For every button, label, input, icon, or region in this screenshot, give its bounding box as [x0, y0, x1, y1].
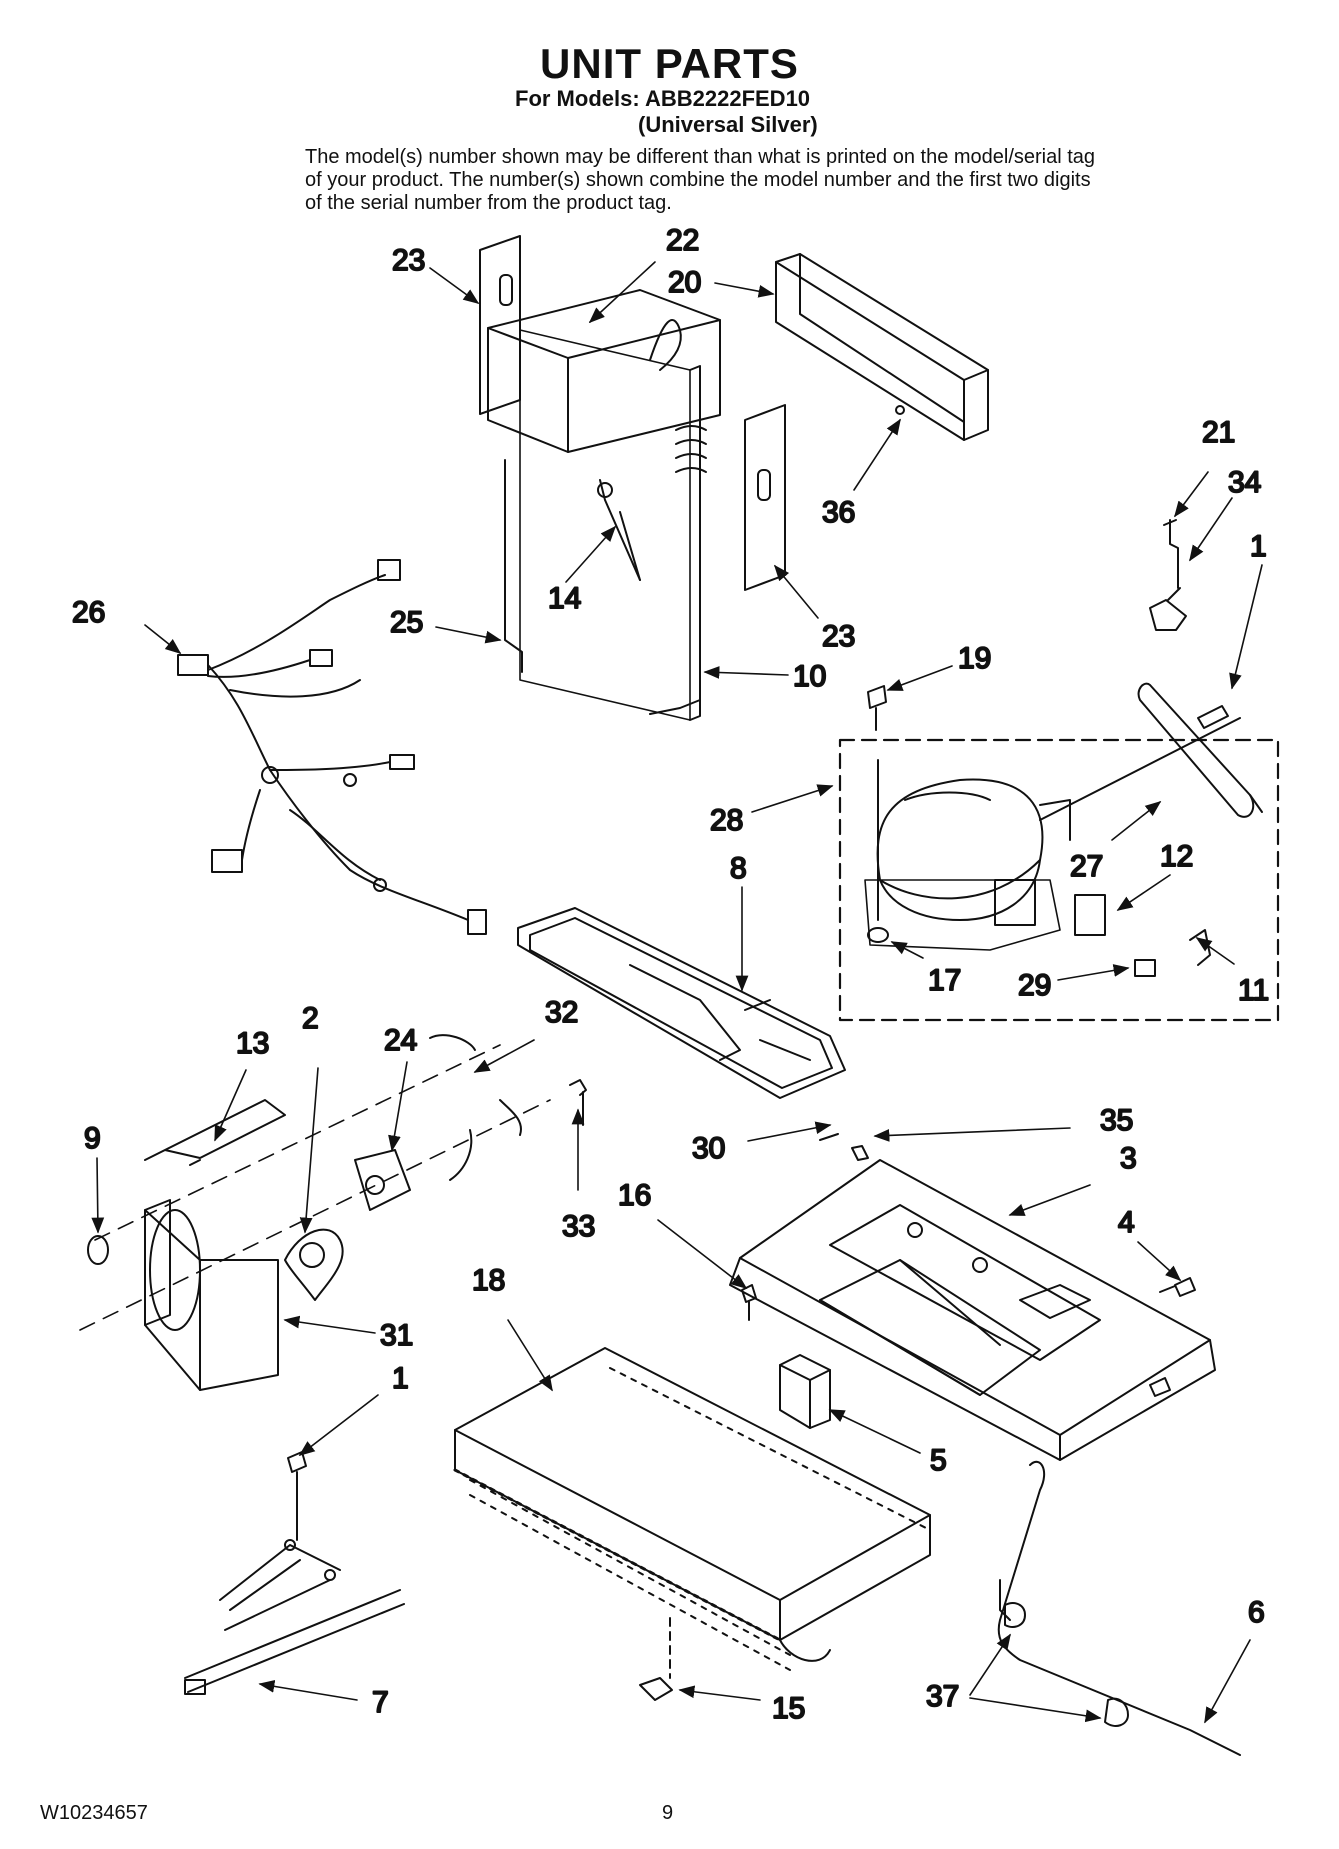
- callout-36: 36: [822, 496, 855, 529]
- callout-21: 21: [1202, 416, 1235, 449]
- callout-24: 24: [384, 1024, 417, 1057]
- callout-14: 14: [548, 582, 581, 615]
- callout-2: 2: [302, 1002, 319, 1035]
- evaporator-assembly: [479, 235, 786, 721]
- document-number: W10234657: [40, 1802, 148, 1824]
- callout-10: 10: [793, 660, 826, 693]
- callout-32: 32: [545, 996, 578, 1029]
- callout-1-bottom: 1: [392, 1362, 409, 1395]
- callout-33: 33: [562, 1210, 595, 1243]
- compressor-assembly: [838, 682, 1280, 1022]
- callout-labels: 23 22 20 21 34 1 36 26 25 14 23 10 19 28…: [71, 223, 1270, 1726]
- callout-26: 26: [72, 596, 105, 629]
- page-number: 9: [662, 1802, 674, 1824]
- callout-4: 4: [1118, 1206, 1135, 1239]
- callout-9: 9: [84, 1122, 101, 1155]
- callout-15: 15: [772, 1692, 805, 1725]
- tubing-assembly: [997, 1460, 1241, 1756]
- callout-23-right: 23: [822, 620, 855, 653]
- page-title: UNIT PARTS: [540, 40, 799, 87]
- bracket-with-screw: [1149, 519, 1187, 631]
- callout-7: 7: [372, 1686, 389, 1719]
- callout-18: 18: [472, 1264, 505, 1297]
- callout-leaders: [91, 261, 1263, 1724]
- callout-19: 19: [958, 642, 991, 675]
- callout-28: 28: [710, 804, 743, 837]
- callout-34: 34: [1228, 466, 1261, 499]
- callout-30: 30: [692, 1132, 725, 1165]
- callout-16: 16: [618, 1179, 651, 1212]
- callout-1-top: 1: [1250, 530, 1267, 563]
- callout-12: 12: [1160, 840, 1193, 873]
- drain-pan: [517, 907, 846, 1099]
- base-pan: [729, 1133, 1216, 1461]
- callout-11: 11: [1238, 974, 1269, 1007]
- callout-23-top: 23: [392, 244, 425, 277]
- model-variant: (Universal Silver): [638, 112, 818, 137]
- callout-27: 27: [1070, 850, 1103, 883]
- screw-19: [867, 685, 887, 731]
- callout-35: 35: [1100, 1104, 1133, 1137]
- drain-trough-cover: [775, 253, 989, 441]
- callout-20: 20: [668, 266, 701, 299]
- callout-5: 5: [930, 1444, 947, 1477]
- model-line: For Models: ABB2222FED10: [515, 86, 811, 111]
- model-note: The model(s) number shown may be differe…: [305, 146, 1096, 214]
- callout-29: 29: [1018, 969, 1051, 1002]
- callout-13: 13: [236, 1027, 269, 1060]
- callout-8: 8: [730, 852, 747, 885]
- callout-37: 37: [926, 1680, 959, 1713]
- callout-22: 22: [666, 224, 699, 257]
- header: UNIT PARTS For Models: ABB2222FED10 (Uni…: [0, 0, 1339, 225]
- fan-motor-harness: [184, 1451, 405, 1695]
- condenser-coil: [453, 1347, 931, 1701]
- callout-25: 25: [390, 606, 423, 639]
- callout-17: 17: [928, 964, 961, 997]
- wire-harness: [177, 559, 487, 935]
- callout-31: 31: [380, 1319, 413, 1352]
- condenser-fan-assembly: [79, 1034, 587, 1391]
- callout-3: 3: [1120, 1142, 1137, 1175]
- callout-6: 6: [1248, 1596, 1265, 1629]
